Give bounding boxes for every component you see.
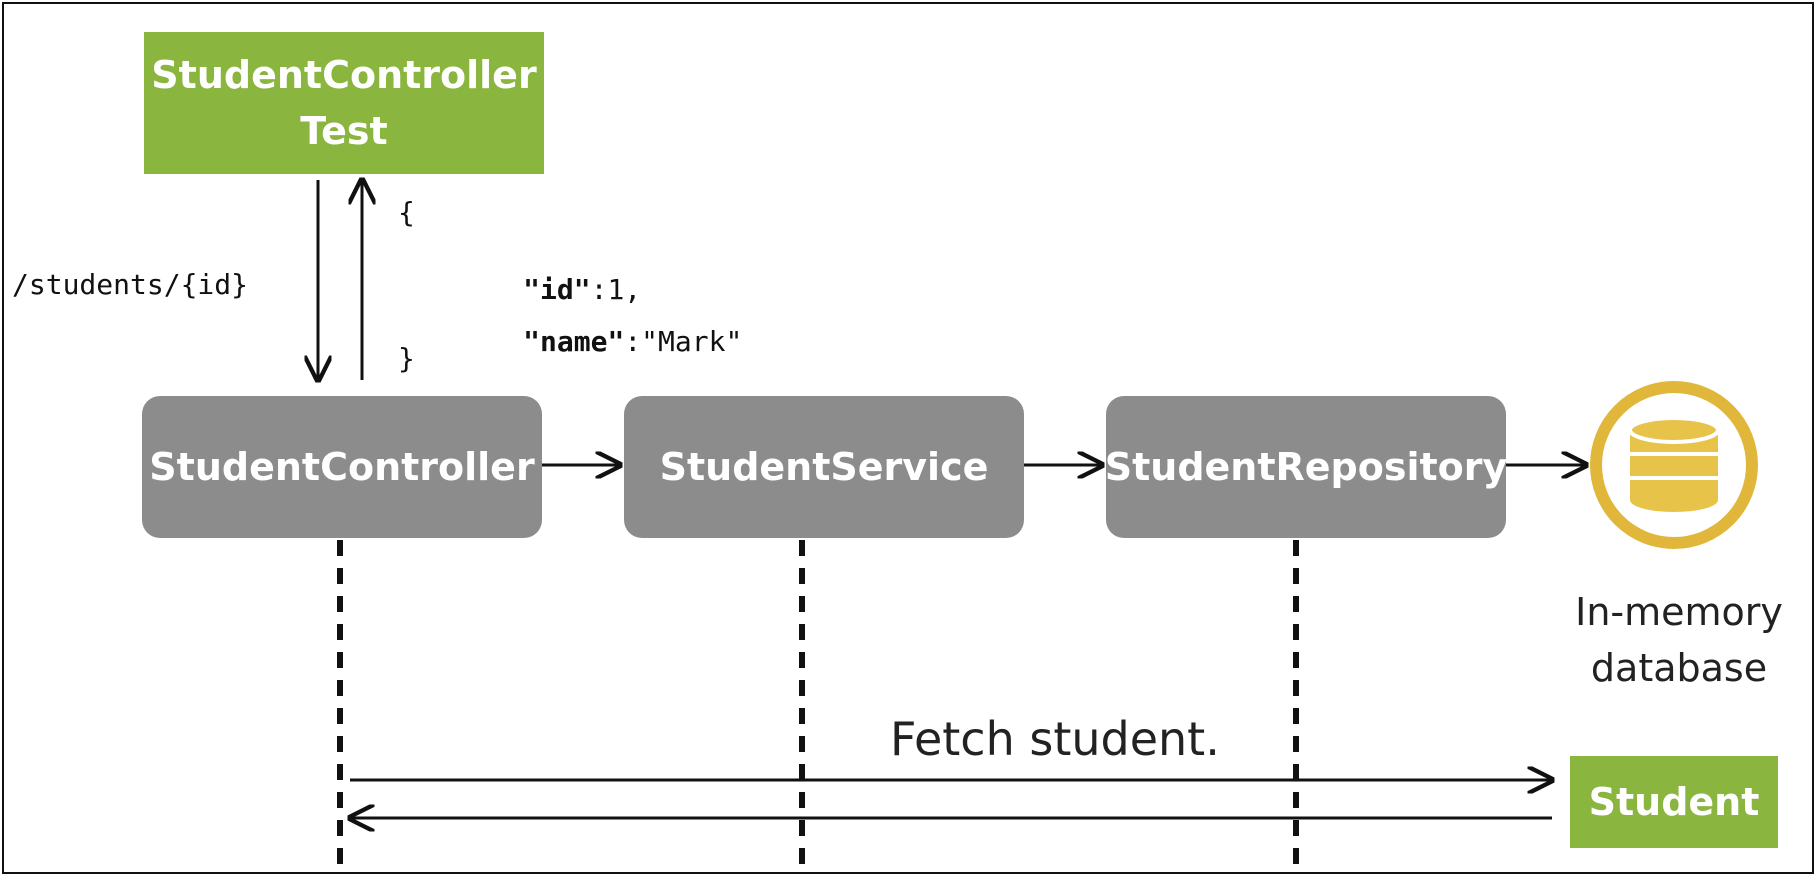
student-service-label: StudentService (659, 445, 989, 489)
student-service-box: StudentService (624, 396, 1024, 538)
database-label-line1: In-memory (1575, 590, 1783, 634)
student-controller-label: StudentController (149, 445, 535, 489)
request-path-label: /students/{id} (12, 268, 249, 301)
json-open-brace: { (398, 196, 415, 229)
database-icon (1590, 381, 1758, 549)
student-entity-label: Student (1588, 780, 1760, 824)
database-label-line2: database (1590, 646, 1768, 690)
student-repository-label: StudentRepository (1104, 445, 1508, 489)
fetch-student-label: Fetch student. (890, 712, 1220, 766)
database-label: In-memory database (1544, 584, 1814, 696)
test-box-line2: Test (300, 109, 388, 153)
student-controller-test-box: StudentController Test (144, 32, 544, 174)
json-name-value: :"Mark" (624, 325, 743, 358)
json-id-value: :1, (590, 273, 642, 306)
json-name-key: "name" (523, 325, 625, 358)
student-entity-box: Student (1570, 756, 1778, 848)
json-id-key: "id" (523, 273, 591, 306)
test-box-line1: StudentController (151, 53, 537, 97)
student-repository-box: StudentRepository (1104, 396, 1508, 538)
json-close-brace: } (398, 342, 415, 375)
student-controller-box: StudentController (142, 396, 542, 538)
